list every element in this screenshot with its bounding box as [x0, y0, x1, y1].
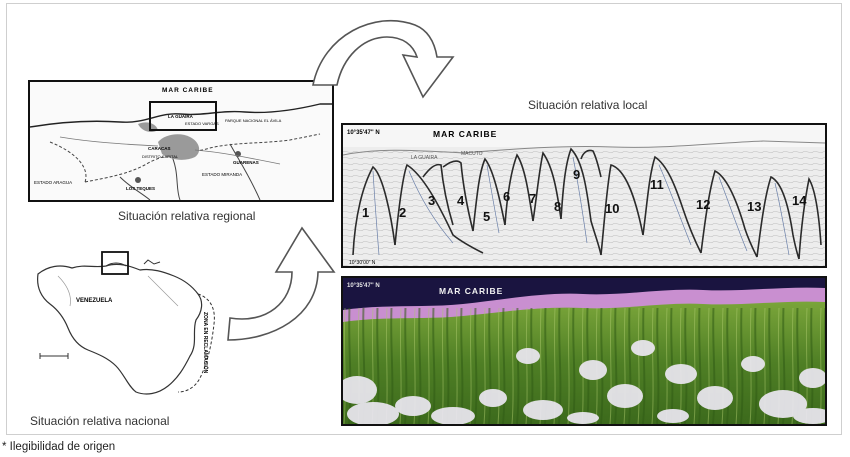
watershed-number: 6 [503, 189, 510, 204]
national-country-label: VENEZUELA [76, 298, 113, 304]
regional-label: ESTADO ARAGUA [34, 180, 72, 185]
watershed-number: 14 [792, 193, 807, 208]
regional-label: DISTRITO CAPITAL [142, 154, 179, 159]
regional-label: ESTADO VARGAS [185, 121, 219, 126]
regional-label: LOS TEQUES [126, 186, 155, 191]
curved-arrow-icon [227, 226, 336, 341]
national-highlight-box [101, 251, 129, 275]
local-sea-label: MAR CARIBE [433, 129, 497, 139]
venezuela-outline [37, 263, 203, 395]
local-map: 10°35'47" N MAR CARIBE LA GUAIRA MACUTO … [341, 123, 827, 268]
regional-label: ESTADO MIRANDA [202, 172, 242, 177]
watershed-number: 4 [457, 193, 465, 208]
watershed-number: 11 [650, 177, 664, 192]
regional-map-drawing: MAR CARIBE LA GUAIRA ESTADO VARGAS PARQU… [29, 82, 332, 201]
watershed-number: 3 [428, 193, 435, 208]
watershed-number: 5 [483, 209, 490, 224]
local-bottom-label: 10°30'00" N [349, 260, 376, 266]
watershed-number: 9 [573, 167, 580, 182]
national-map-drawing: VENEZUELA ZONA EN RECLAMACIÓN [37, 251, 215, 395]
national-map: VENEZUELA ZONA EN RECLAMACIÓN [28, 246, 238, 404]
local-map-drawing: 10°35'47" N MAR CARIBE LA GUAIRA MACUTO … [343, 125, 825, 266]
watershed-number: 1 [362, 205, 369, 220]
regional-caption: Situación relativa regional [118, 209, 256, 223]
satellite-map-drawing: 10°35'47" N MAR CARIBE [343, 278, 825, 424]
local-corner-label: 10°35'47" N [347, 130, 380, 136]
watershed-number: 13 [747, 199, 761, 214]
watershed-number: 10 [605, 201, 619, 216]
local-town-label: LA GUAIRA [411, 155, 438, 161]
regional-highlight-box [149, 101, 217, 131]
local-caption: Situación relativa local [528, 98, 648, 112]
satellite-corner-label: 10°35'47" N [347, 283, 380, 289]
regional-coastline [29, 103, 332, 128]
national-caption: Situación relativa nacional [30, 414, 170, 428]
footnote: * Ilegibilidad de origen [2, 441, 116, 453]
national-side-label: ZONA EN RECLAMACIÓN [202, 312, 210, 374]
satellite-sea-label: MAR CARIBE [439, 286, 503, 296]
watershed-number: 2 [399, 205, 406, 220]
curved-arrow-icon [312, 20, 455, 99]
regional-sea-label: MAR CARIBE [162, 87, 214, 94]
figure-frame [6, 3, 842, 435]
watershed-number: 8 [554, 199, 561, 214]
watershed-boundaries [352, 147, 822, 260]
satellite-map: 10°35'47" N MAR CARIBE [341, 276, 827, 426]
watershed-numbers: 1 2 3 4 5 6 7 8 9 10 11 12 13 14 [362, 167, 807, 224]
regional-label: LA GUAIRA [168, 114, 194, 119]
regional-label: GUARENAS [233, 160, 259, 165]
local-town-label: MACUTO [461, 151, 483, 157]
regional-label: PARQUE NACIONAL EL ÁVILA [225, 118, 282, 123]
cloud-cover [343, 340, 825, 424]
watershed-number: 12 [696, 197, 710, 212]
watershed-number: 7 [529, 191, 536, 206]
regional-map: MAR CARIBE LA GUAIRA ESTADO VARGAS PARQU… [28, 80, 334, 202]
regional-label: CARACAS [148, 146, 171, 151]
